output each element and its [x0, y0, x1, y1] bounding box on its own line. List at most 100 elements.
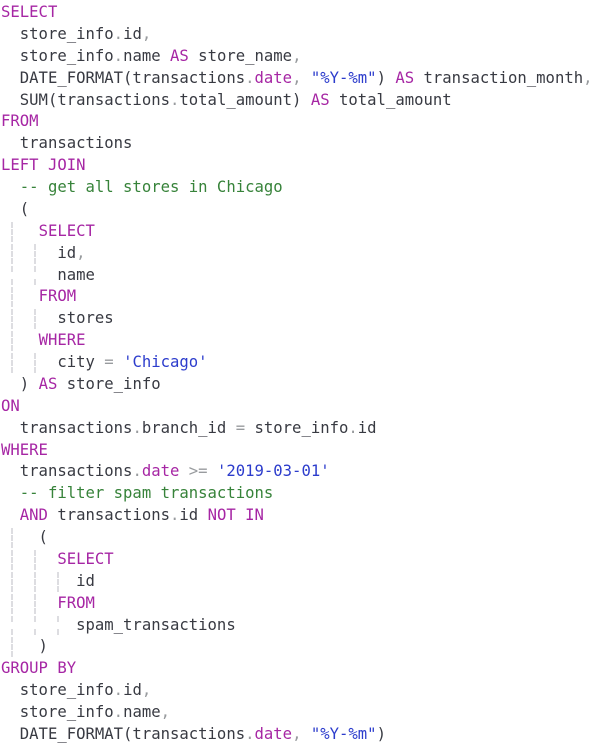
sql-punctuation: . [245, 724, 255, 743]
code-line: transactions [1, 133, 600, 155]
code-line: store_info.id, [1, 680, 600, 702]
code-line: transactions.branch_id = store_info.id [1, 418, 600, 440]
sql-identifier: name [1, 265, 95, 284]
code-line: SELECT [1, 221, 600, 243]
sql-identifier: id [357, 418, 377, 437]
sql-identifier: store_info [1, 703, 114, 721]
sql-identifier [301, 69, 310, 87]
code-line: city = 'Chicago' [1, 352, 600, 374]
sql-identifier: store_info [57, 374, 161, 393]
indent-guide [11, 309, 13, 330]
sql-identifier: store_info [245, 418, 349, 437]
sql-identifier: name [123, 46, 171, 65]
sql-punctuation: . [170, 506, 180, 525]
sql-punctuation: . [113, 24, 124, 43]
sql-identifier: branch_id [141, 418, 236, 437]
sql-keyword: ON [1, 396, 20, 415]
code-line: SUM(transactions.total_amount) AS total_… [1, 90, 600, 112]
sql-identifier: total_amount [329, 90, 452, 109]
sql-identifier: spam_transactions [1, 615, 236, 634]
indent-guide [11, 528, 13, 548]
sql-identifier: transaction_month [414, 68, 584, 87]
sql-keyword: date [141, 462, 180, 481]
sql-identifier: total_amount) [179, 90, 311, 109]
sql-identifier: ) [1, 374, 39, 393]
code-line: transactions.date >= '2019-03-01' [1, 461, 600, 483]
sql-keyword: LEFT JOIN [1, 156, 86, 175]
sql-keyword: date [254, 724, 293, 743]
code-line: AND transactions.id NOT IN [1, 505, 600, 527]
sql-identifier [179, 462, 188, 480]
sql-punctuation: , [76, 243, 86, 262]
sql-operator: = [235, 418, 246, 437]
indent-guide [11, 221, 13, 242]
code-line: FROM [1, 111, 600, 133]
indent-guide [34, 353, 36, 373]
sql-identifier: id [179, 506, 208, 525]
code-line: store_info.name, [1, 702, 600, 724]
sql-identifier [1, 222, 39, 240]
sql-punctuation: , [292, 68, 302, 87]
sql-identifier: ) [1, 637, 48, 656]
indent-guide [34, 243, 36, 264]
sql-identifier [1, 594, 57, 612]
sql-punctuation: . [113, 46, 124, 65]
sql-identifier: ( [1, 199, 30, 218]
sql-string: 'Chicago' [123, 353, 208, 371]
sql-keyword: WHERE [1, 440, 48, 459]
code-line: WHERE [1, 330, 600, 352]
code-line: ON [1, 396, 600, 418]
sql-string: "%Y-%m" [310, 68, 377, 87]
sql-identifier: transactions [1, 418, 133, 437]
sql-identifier: DATE_FORMAT(transactions [1, 724, 246, 743]
indent-guide [11, 571, 13, 592]
sql-keyword: AS [170, 46, 189, 65]
sql-identifier [1, 506, 20, 524]
sql-comment: -- filter spam transactions [1, 484, 274, 503]
sql-identifier: stores [1, 309, 114, 328]
sql-comment: -- get all stores in Chicago [1, 178, 283, 196]
code-line: DATE_FORMAT(transactions.date, "%Y-%m") … [1, 68, 600, 90]
code-line: store_info.id, [1, 24, 600, 46]
sql-identifier: ( [1, 528, 48, 546]
indent-guide [11, 549, 13, 570]
indent-guide [11, 353, 13, 373]
sql-identifier [1, 550, 57, 568]
sql-keyword: FROM [57, 593, 95, 612]
sql-string: '2019-03-01' [216, 462, 330, 481]
sql-identifier: transactions [1, 134, 133, 153]
sql-identifier [1, 331, 39, 349]
code-line: DATE_FORMAT(transactions.date, "%Y-%m") [1, 724, 600, 746]
code-line: ) [1, 636, 600, 658]
sql-operator: = [104, 353, 114, 371]
code-line: WHERE [1, 440, 600, 462]
sql-keyword: AS [310, 90, 330, 109]
code-line: SELECT [1, 2, 600, 24]
indent-guide [11, 243, 13, 264]
sql-identifier: ) [376, 724, 386, 743]
code-line: id [1, 571, 600, 593]
sql-keyword: AS [395, 68, 415, 87]
indent-guide [11, 593, 13, 614]
sql-identifier: DATE_FORMAT(transactions [1, 68, 246, 87]
indent-guide [34, 615, 36, 636]
indent-guide [11, 331, 13, 351]
indent-guide [11, 287, 13, 308]
sql-punctuation: . [245, 68, 255, 87]
code-line: ) AS store_info [1, 374, 600, 396]
indent-guide [34, 593, 36, 614]
sql-punctuation: , [292, 724, 302, 743]
indent-guide [57, 571, 59, 592]
sql-keyword: FROM [38, 287, 77, 306]
sql-punctuation: , [292, 46, 302, 65]
sql-punctuation: . [113, 703, 124, 721]
indent-guide [34, 549, 36, 570]
sql-keyword: AND [19, 506, 48, 525]
sql-keyword: date [254, 68, 293, 87]
sql-punctuation: , [141, 24, 152, 43]
sql-punctuation: . [113, 681, 124, 700]
sql-punctuation: , [141, 681, 152, 700]
sql-punctuation: . [348, 418, 358, 437]
sql-keyword: NOT IN [207, 506, 264, 525]
